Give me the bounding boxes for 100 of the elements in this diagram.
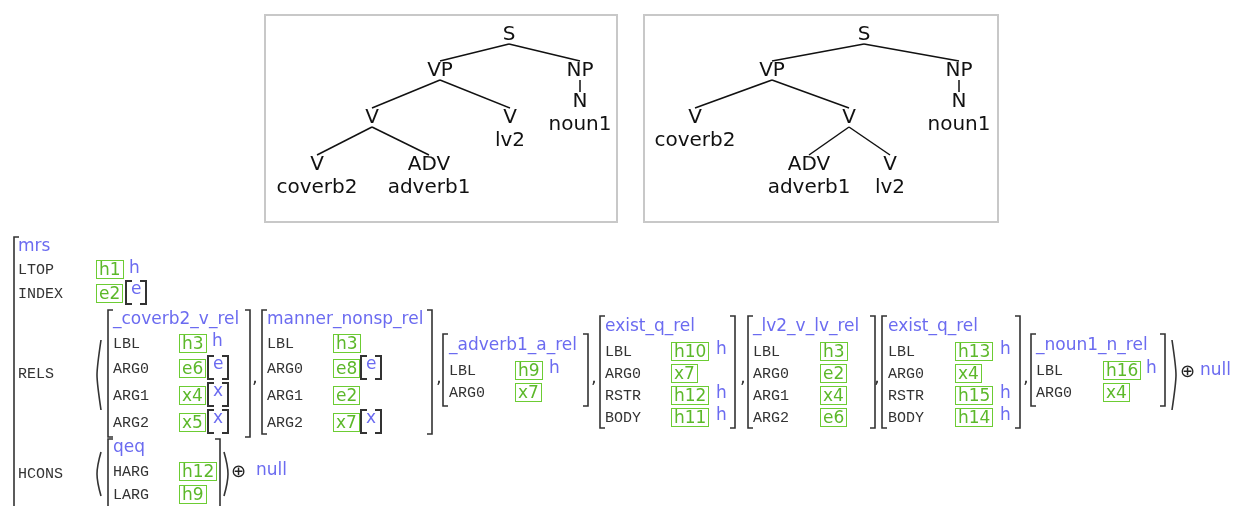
category-label: NP — [945, 58, 973, 81]
value-tag: h15 — [955, 386, 994, 405]
feature-name: ARG0 — [113, 361, 149, 379]
type-label: x — [207, 409, 230, 434]
value-tag: e2 — [333, 386, 361, 405]
category-label: V — [883, 152, 897, 175]
feature-name: LARG — [113, 487, 149, 505]
word-label: noun1 — [927, 112, 991, 135]
branch-line — [316, 126, 373, 156]
type-label: h — [1000, 383, 1011, 402]
type-label: exist_q_rel — [605, 316, 696, 335]
word-label: coverb2 — [276, 175, 358, 198]
tree-panel — [264, 14, 618, 223]
branch-line — [958, 79, 960, 93]
word-label: adverb1 — [767, 175, 851, 198]
word-label: lv2 — [874, 175, 906, 198]
value-tag: h3 — [333, 334, 361, 353]
word-label: coverb2 — [654, 128, 736, 151]
comma: , — [591, 368, 597, 386]
category-label: VP — [427, 58, 453, 81]
word-label: lv2 — [494, 128, 526, 151]
value-tag: x7 — [333, 413, 360, 432]
type-label: _coverb2_v_rel — [113, 309, 240, 328]
branch-line — [371, 79, 441, 109]
feature-name: ARG0 — [605, 366, 641, 384]
value-tag: x7 — [671, 364, 698, 383]
feature-name: RSTR — [888, 388, 924, 406]
value-tag: e6 — [179, 359, 207, 378]
feature-name: ARG1 — [113, 388, 149, 406]
type-label: manner_nonsp_rel — [267, 309, 424, 328]
feature-name: HCONS — [18, 466, 63, 484]
feature-name: ARG0 — [449, 385, 485, 403]
type-label: h — [1146, 358, 1157, 377]
category-label: V — [503, 105, 517, 128]
feature-name: ARG0 — [753, 366, 789, 384]
type-label: h — [716, 405, 727, 424]
operator-symbol: ⊕ — [1180, 362, 1196, 380]
feature-name: RSTR — [605, 388, 641, 406]
feature-name: LBL — [449, 363, 476, 381]
category-label: S — [502, 22, 516, 45]
branch-line — [848, 126, 891, 156]
operator-symbol: ⊕ — [231, 462, 247, 480]
branch-line — [579, 79, 581, 93]
feature-name: ARG0 — [888, 366, 924, 384]
value-tag: x5 — [179, 413, 206, 432]
value-tag: e2 — [820, 364, 848, 383]
type-label: x — [207, 382, 230, 407]
type-label: qeq — [113, 437, 146, 456]
type-label: e — [125, 280, 148, 305]
word-label: noun1 — [548, 112, 612, 135]
feature-name: ARG2 — [753, 410, 789, 428]
type-label: h — [1000, 405, 1011, 424]
category-label: N — [951, 89, 967, 112]
branch-line — [694, 79, 773, 109]
value-tag: h3 — [820, 342, 848, 361]
feature-name: ARG0 — [1036, 385, 1072, 403]
value-tag: e8 — [333, 359, 361, 378]
feature-name: HARG — [113, 464, 149, 482]
category-label: ADV — [787, 152, 831, 175]
type-label: _noun1_n_rel — [1036, 335, 1148, 354]
value-tag: h16 — [1103, 361, 1142, 380]
branch-line — [439, 79, 511, 109]
feature-name: ARG1 — [753, 388, 789, 406]
type-label: h — [716, 383, 727, 402]
type-label: h — [212, 331, 223, 350]
type-label: exist_q_rel — [888, 316, 979, 335]
word-label: adverb1 — [387, 175, 471, 198]
feature-name: LTOP — [18, 262, 54, 280]
type-label: _lv2_v_lv_rel — [753, 316, 860, 335]
category-label: V — [310, 152, 324, 175]
comma: , — [252, 368, 258, 386]
value-tag: h9 — [515, 361, 543, 380]
branch-line — [439, 43, 510, 62]
value-tag: x7 — [515, 383, 542, 402]
value-tag: h10 — [671, 342, 710, 361]
feature-name: LBL — [753, 344, 780, 362]
branch-line — [508, 43, 581, 62]
feature-name: BODY — [605, 410, 641, 428]
feature-name: LBL — [1036, 363, 1063, 381]
category-label: V — [365, 105, 379, 128]
branch-line — [863, 43, 960, 62]
type-label: null — [1200, 360, 1231, 379]
category-label: ADV — [407, 152, 451, 175]
feature-name: LBL — [113, 336, 140, 354]
category-label: V — [688, 105, 702, 128]
value-tag: h12 — [179, 462, 218, 481]
branch-line — [771, 79, 850, 109]
category-label: S — [857, 22, 871, 45]
tree-panel — [643, 14, 999, 223]
comma: , — [740, 368, 746, 386]
comma: , — [436, 368, 442, 386]
type-label: _adverb1_a_rel — [449, 335, 578, 354]
type-label: h — [716, 339, 727, 358]
type-label: h — [129, 258, 140, 277]
branch-line — [371, 126, 430, 156]
branch-line — [808, 126, 850, 156]
type-label: x — [360, 409, 383, 434]
value-tag: x4 — [1103, 383, 1130, 402]
value-tag: h9 — [179, 485, 207, 504]
comma: , — [874, 368, 880, 386]
